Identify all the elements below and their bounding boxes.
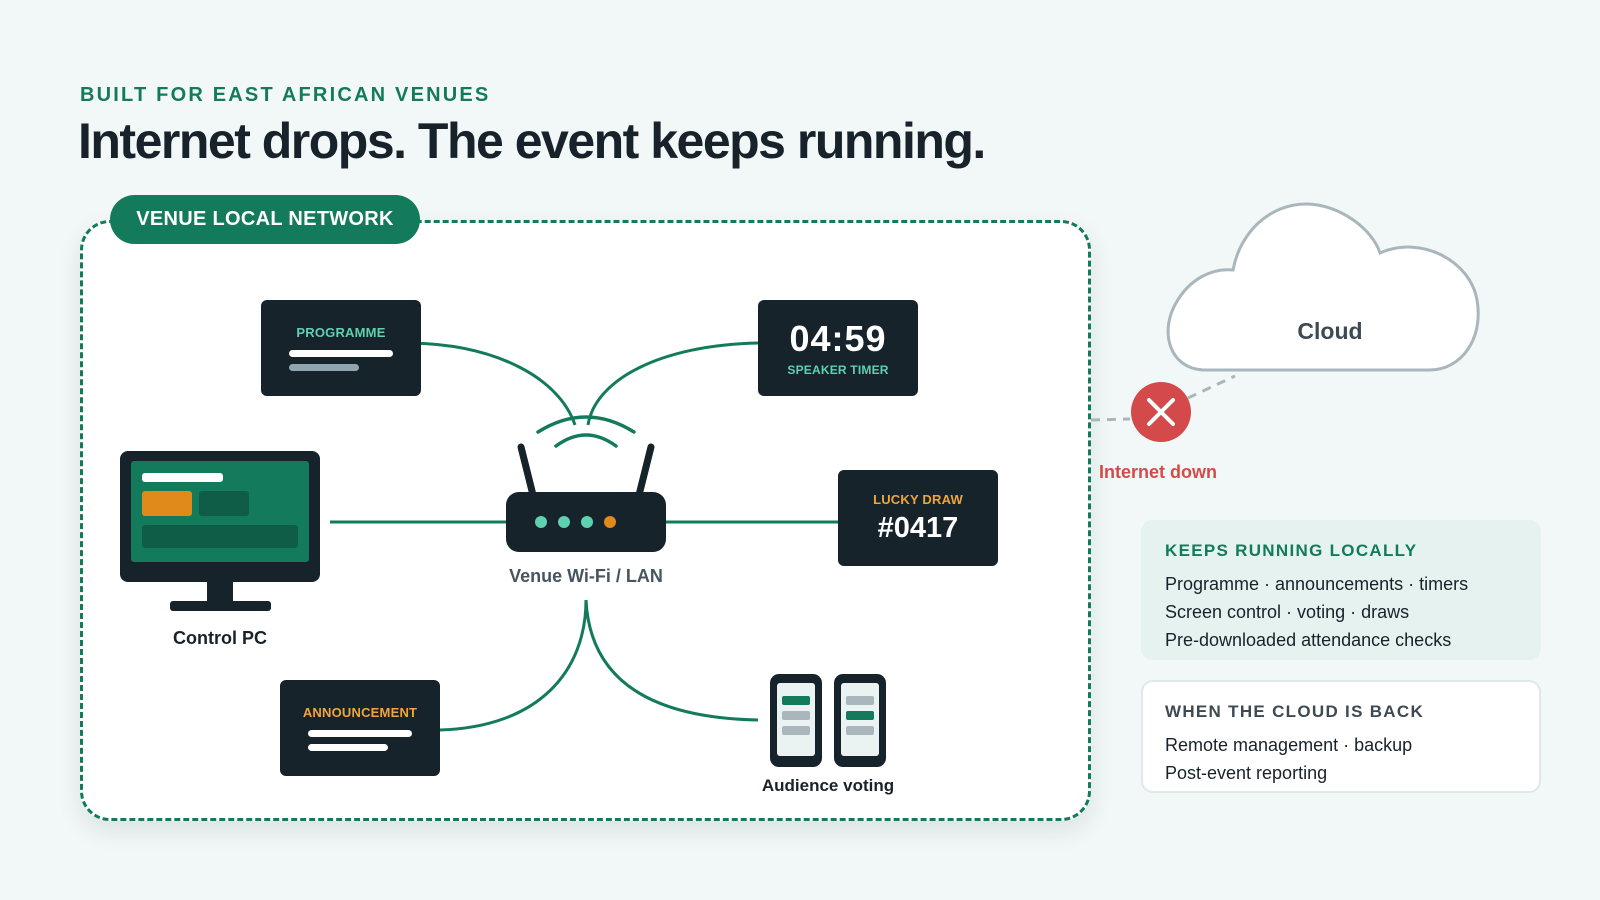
broken-link <box>1090 417 1131 422</box>
venue-network-pill: VENUE LOCAL NETWORK <box>110 195 420 244</box>
link-programme <box>411 341 577 426</box>
link-audience-voting <box>584 599 759 722</box>
programme-line <box>289 364 359 371</box>
speaker-timer-label: SPEAKER TIMER <box>787 362 889 377</box>
announcement-label: ANNOUNCEMENT <box>302 705 418 720</box>
lucky-draw-value: #0417 <box>877 512 959 544</box>
audience-voting-label: Audience voting <box>761 776 895 795</box>
announcement-line <box>308 744 388 751</box>
phone-icon <box>834 674 886 767</box>
link-speaker-timer <box>586 341 759 426</box>
programme-card: PROGRAMME <box>261 300 421 396</box>
router-label: Venue Wi-Fi / LAN <box>509 566 663 586</box>
router-icon <box>506 443 666 552</box>
programme-line <box>289 350 393 357</box>
cloud-icon <box>1166 202 1480 372</box>
lucky-draw-label: LUCKY DRAW <box>873 492 963 507</box>
announcement-card: ANNOUNCEMENT <box>280 680 440 776</box>
announcement-line <box>308 730 412 737</box>
programme-label: PROGRAMME <box>296 325 386 340</box>
keeps-running-title: KEEPS RUNNING LOCALLY <box>1165 541 1418 560</box>
cloud-back-panel: WHEN THE CLOUD IS BACK Remote management… <box>1141 680 1541 793</box>
broken-link <box>1187 374 1236 400</box>
internet-status: Internet down <box>1099 462 1217 482</box>
cloud-label: Cloud <box>1297 318 1363 344</box>
link-announcement <box>439 599 588 732</box>
keeps-running-item: Pre-downloaded attendance checks <box>1165 630 1452 650</box>
monitor-icon <box>120 451 320 611</box>
cloud-back-title: WHEN THE CLOUD IS BACK <box>1165 702 1425 721</box>
close-icon <box>1131 382 1191 442</box>
cloud-back-item: Remote management · backup <box>1165 735 1413 755</box>
lucky-draw-card: LUCKY DRAW #0417 <box>838 470 998 566</box>
eyebrow-text: BUILT FOR EAST AFRICAN VENUES <box>80 84 491 106</box>
keeps-running-item: Programme · announcements · timers <box>1165 574 1469 594</box>
phone-icon <box>770 674 822 767</box>
keeps-running-panel: KEEPS RUNNING LOCALLY Programme · announ… <box>1141 520 1541 660</box>
page-title: Internet drops. The event keeps running. <box>78 113 986 169</box>
control-pc-label: Control PC <box>173 628 267 648</box>
speaker-timer-card: 04:59 SPEAKER TIMER <box>758 300 918 396</box>
speaker-timer-value: 04:59 <box>789 317 887 359</box>
wifi-icon <box>536 415 636 448</box>
keeps-running-item: Screen control · voting · draws <box>1165 602 1410 622</box>
cloud-back-item: Post-event reporting <box>1165 763 1328 783</box>
